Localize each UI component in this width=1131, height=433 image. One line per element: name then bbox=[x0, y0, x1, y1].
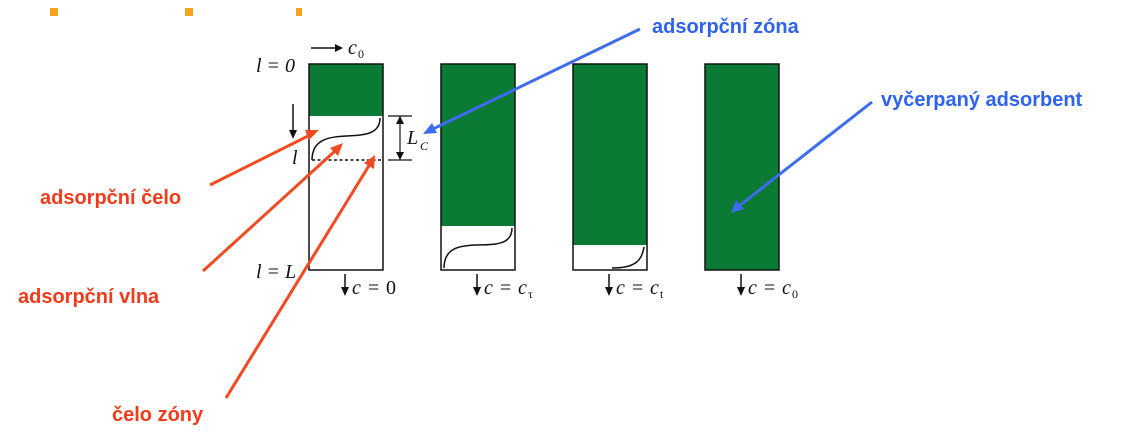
column-1-annotations: l = 0 c 0 l l = L L C c = bbox=[256, 37, 429, 299]
column-2-outlet-c2: c bbox=[518, 277, 527, 299]
column-1-outlet-zero: 0 bbox=[386, 277, 396, 299]
adsorption-front-arrow-head bbox=[305, 130, 319, 140]
column-4-outlet-eq: = bbox=[764, 277, 775, 299]
lc-bracket-arrow-up bbox=[396, 116, 404, 124]
column-4: c = c 0 bbox=[704, 63, 798, 301]
column-3-green-fill bbox=[573, 64, 647, 245]
lc-bracket-arrow-down bbox=[396, 152, 404, 160]
column-1-green-fill bbox=[309, 64, 383, 116]
column-3: c = c t bbox=[572, 63, 664, 301]
column-2-green-fill bbox=[441, 64, 515, 226]
column-3-wave-curve bbox=[611, 246, 645, 269]
inflow-arrow-head bbox=[335, 44, 343, 52]
flow-direction-arrow-head bbox=[289, 130, 297, 139]
adsorption-wave-arrow-line bbox=[201, 149, 337, 273]
exhausted-adsorbent-label: vyčerpaný adsorbent bbox=[881, 89, 1083, 111]
exhausted-adsorbent-arrow-line bbox=[738, 100, 873, 208]
column-3-outline bbox=[572, 63, 648, 271]
zone-front-arrow-head bbox=[364, 155, 375, 169]
adsorption-zone-arrow-line bbox=[432, 27, 641, 131]
adsorption-zone-label: adsorpční zóna bbox=[652, 16, 800, 38]
lc-symbol: L bbox=[406, 127, 418, 149]
header-fragment bbox=[50, 8, 58, 16]
column-2-outlet-subscript: τ bbox=[528, 287, 533, 301]
header-fragment bbox=[185, 8, 193, 16]
column-4-outline bbox=[704, 63, 780, 271]
adsorption-wave-label: adsorpční vlna bbox=[18, 286, 160, 308]
column-1-outlet-eq: = bbox=[368, 277, 379, 299]
adsorption-front-arrow-line bbox=[209, 133, 311, 187]
column-1-outlet-arrow-head bbox=[341, 287, 349, 296]
column-4-green-fill bbox=[705, 64, 779, 270]
l-zero-label: l = 0 bbox=[256, 55, 295, 77]
blue-callouts: adsorpční zóna vyčerpaný adsorbent bbox=[423, 16, 1083, 213]
column-1-outlet-c: c bbox=[352, 277, 361, 299]
l-position-label: l bbox=[292, 147, 298, 169]
column-2-outlet-eq: = bbox=[500, 277, 511, 299]
column-3-outlet-eq: = bbox=[632, 277, 643, 299]
column-2-outlet-c: c bbox=[484, 277, 493, 299]
cropped-header-marks bbox=[50, 8, 302, 16]
adsorption-zone-arrow-head bbox=[423, 123, 437, 134]
l-L-label: l = L bbox=[256, 261, 296, 283]
column-3-outlet-c2: c bbox=[650, 277, 659, 299]
inflow-c-subscript: 0 bbox=[358, 47, 364, 61]
column-4-outlet-arrow-head bbox=[737, 287, 745, 296]
inflow-c-symbol: c bbox=[348, 37, 357, 59]
exhausted-adsorbent-arrow-head bbox=[731, 200, 744, 213]
column-1-outline bbox=[308, 63, 384, 271]
column-3-outlet-subscript: t bbox=[660, 287, 664, 301]
lc-subscript: C bbox=[420, 139, 429, 153]
column-2-outlet-arrow-head bbox=[473, 287, 481, 296]
header-fragment bbox=[296, 8, 302, 16]
column-3-outlet-c: c bbox=[616, 277, 625, 299]
column-4-outlet-subscript: 0 bbox=[792, 287, 798, 301]
red-callouts: adsorpční čelo adsorpční vlna čelo zóny bbox=[18, 130, 375, 426]
column-2-outline bbox=[440, 63, 516, 271]
column-3-outlet-arrow-head bbox=[605, 287, 613, 296]
column-4-outlet-c2: c bbox=[782, 277, 791, 299]
column-2: c = c τ bbox=[440, 63, 533, 301]
column-2-wave-curve bbox=[443, 227, 513, 269]
zone-front-label: čelo zóny bbox=[112, 404, 204, 426]
zone-front-arrow-line bbox=[224, 163, 372, 399]
column-1-wave-curve bbox=[311, 117, 381, 161]
column-4-outlet-c: c bbox=[748, 277, 757, 299]
adsorption-front-label: adsorpční čelo bbox=[40, 187, 181, 209]
adsorption-wave-arrow-head bbox=[330, 143, 343, 156]
